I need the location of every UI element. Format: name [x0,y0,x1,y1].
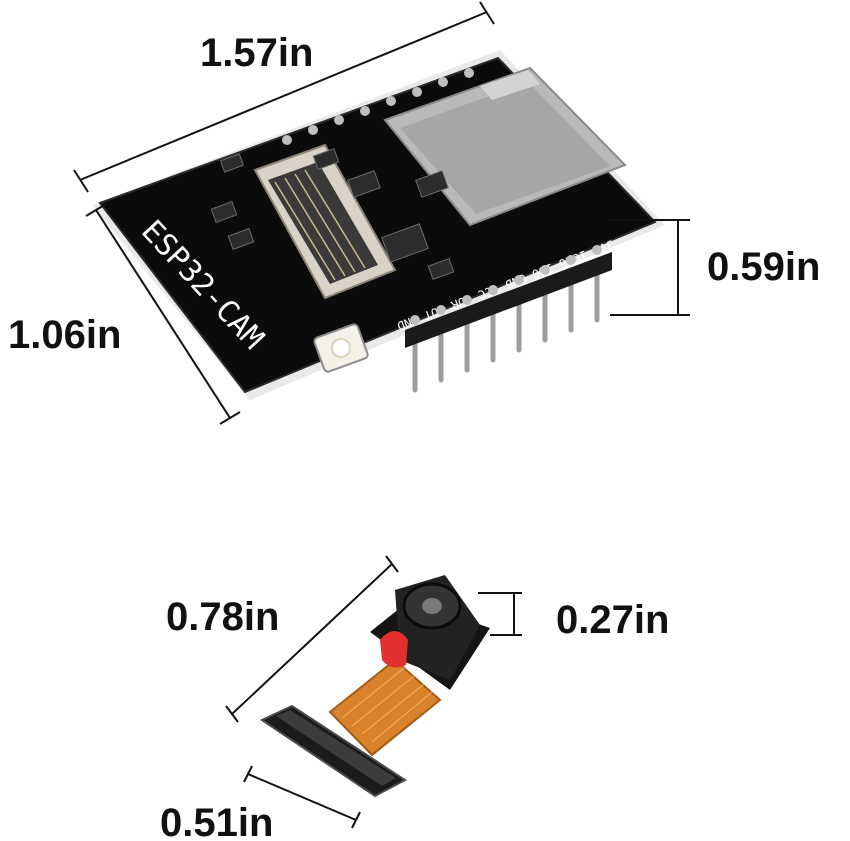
esp32-cam-board: ESP32-CAM IO2 IO14 IO15 IO13 IO12 GND 5V… [92,44,665,400]
top-pin-pads [282,68,474,145]
flash-led [313,323,369,373]
ov2640-camera-module [259,575,490,798]
smd-components [210,148,455,280]
board-width-label: 1.57in [200,31,313,75]
flex-cable [328,658,442,757]
header-height-label: 0.59in [707,245,820,289]
connector-width-dimension-line [247,773,357,821]
lens-cap-tab [380,631,408,668]
cable-length-label: 0.78in [166,595,279,639]
lens-height-label: 0.27in [556,598,669,642]
connector-width-label: 0.51in [160,801,273,841]
camera-dimension-lines [225,555,522,829]
bottom-pin-pads [410,245,602,325]
board-height-label: 1.06in [8,313,121,357]
pin-header-plastic [405,252,612,348]
height-dimension-line [95,209,231,419]
camera-fpc-connector [253,143,397,300]
cable-length-dimension-line [231,563,393,715]
width-dimension-line [79,11,488,181]
board-dimension-lines [73,1,690,425]
lens-glass [422,598,442,614]
